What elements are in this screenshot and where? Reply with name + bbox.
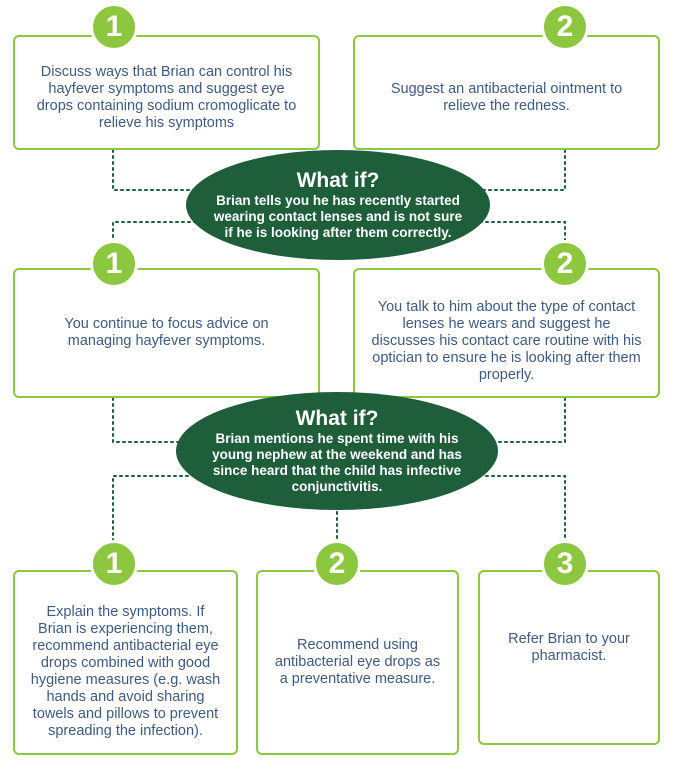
what-if-title: What if? (295, 407, 379, 430)
number-badge-3-2: 2 (313, 540, 361, 588)
connector (112, 397, 189, 443)
option-box-3-1: Explain the symptoms. If Brian is experi… (13, 570, 238, 755)
connector (461, 149, 566, 191)
option-box-3-3: Refer Brian to your pharmacist. (478, 570, 660, 745)
connector (461, 221, 566, 241)
option-text: Refer Brian to your pharmacist. (508, 630, 630, 664)
option-text: You continue to focus advice on managing… (64, 316, 269, 349)
what-if-text: Brian mentions he spent time with his yo… (212, 431, 462, 494)
connector (112, 149, 215, 191)
option-text: Explain the symptoms. If Brian is experi… (30, 603, 221, 739)
connector (485, 475, 566, 541)
number-badge-3-3: 3 (541, 540, 589, 588)
option-text: You talk to him about the type of contac… (371, 298, 642, 383)
connector (112, 221, 215, 241)
option-text: Recommend using antibacterial eye drops … (274, 637, 441, 687)
connector (485, 397, 566, 443)
number-badge-2-1: 1 (90, 240, 138, 288)
option-box-2-1: You continue to focus advice on managing… (13, 268, 320, 398)
option-box-3-2: Recommend using antibacterial eye drops … (256, 570, 459, 755)
option-box-1-2: Suggest an antibacterial ointment to rel… (353, 35, 660, 150)
number-badge-1-2: 2 (541, 3, 589, 51)
option-text: Discuss ways that Brian can control his … (36, 63, 297, 131)
option-box-2-2: You talk to him about the type of contac… (353, 268, 660, 398)
option-text: Suggest an antibacterial ointment to rel… (390, 80, 623, 114)
what-if-title: What if? (296, 169, 380, 192)
option-box-1-1: Discuss ways that Brian can control his … (13, 35, 320, 150)
number-badge-3-1: 1 (90, 540, 138, 588)
connector (112, 475, 189, 541)
what-if-oval-1: What if? Brian tells you he has recently… (186, 150, 490, 260)
number-badge-2-2: 2 (541, 240, 589, 288)
what-if-oval-2: What if? Brian mentions he spent time wi… (176, 392, 498, 510)
what-if-text: Brian tells you he has recently started … (213, 193, 463, 240)
number-badge-1-1: 1 (90, 3, 138, 51)
